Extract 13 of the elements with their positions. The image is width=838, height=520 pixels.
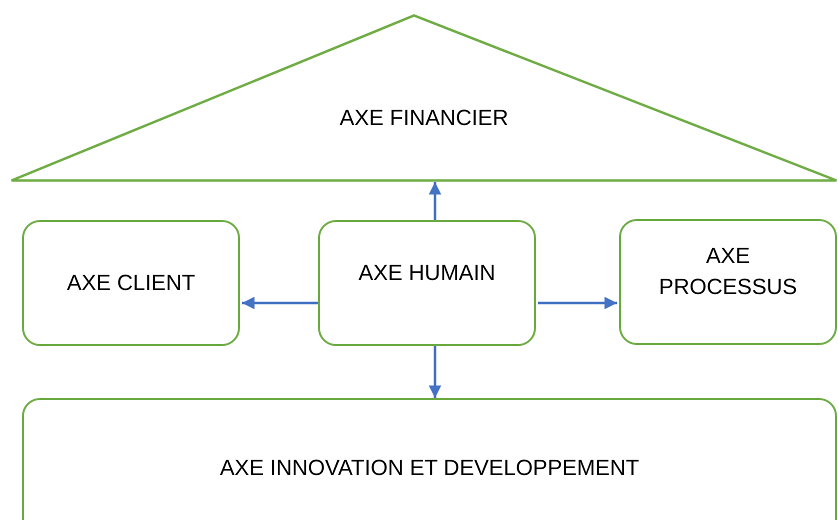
rounded-box (22, 220, 240, 346)
rounded-box (22, 398, 837, 520)
node-label: AXE FINANCIER (340, 104, 508, 132)
arrow (428, 182, 442, 220)
arrow (428, 346, 442, 398)
rounded-box (619, 219, 837, 345)
rounded-box (318, 220, 536, 346)
arrow (242, 296, 318, 310)
node-label: AXE HUMAIN (358, 259, 496, 287)
node-label: AXE CLIENT (66, 268, 196, 297)
arrow (538, 296, 617, 310)
node-label: AXE INNOVATION ET DEVELOPPEMENT (220, 454, 640, 482)
node-label: AXE PROCESSUS (658, 242, 798, 301)
